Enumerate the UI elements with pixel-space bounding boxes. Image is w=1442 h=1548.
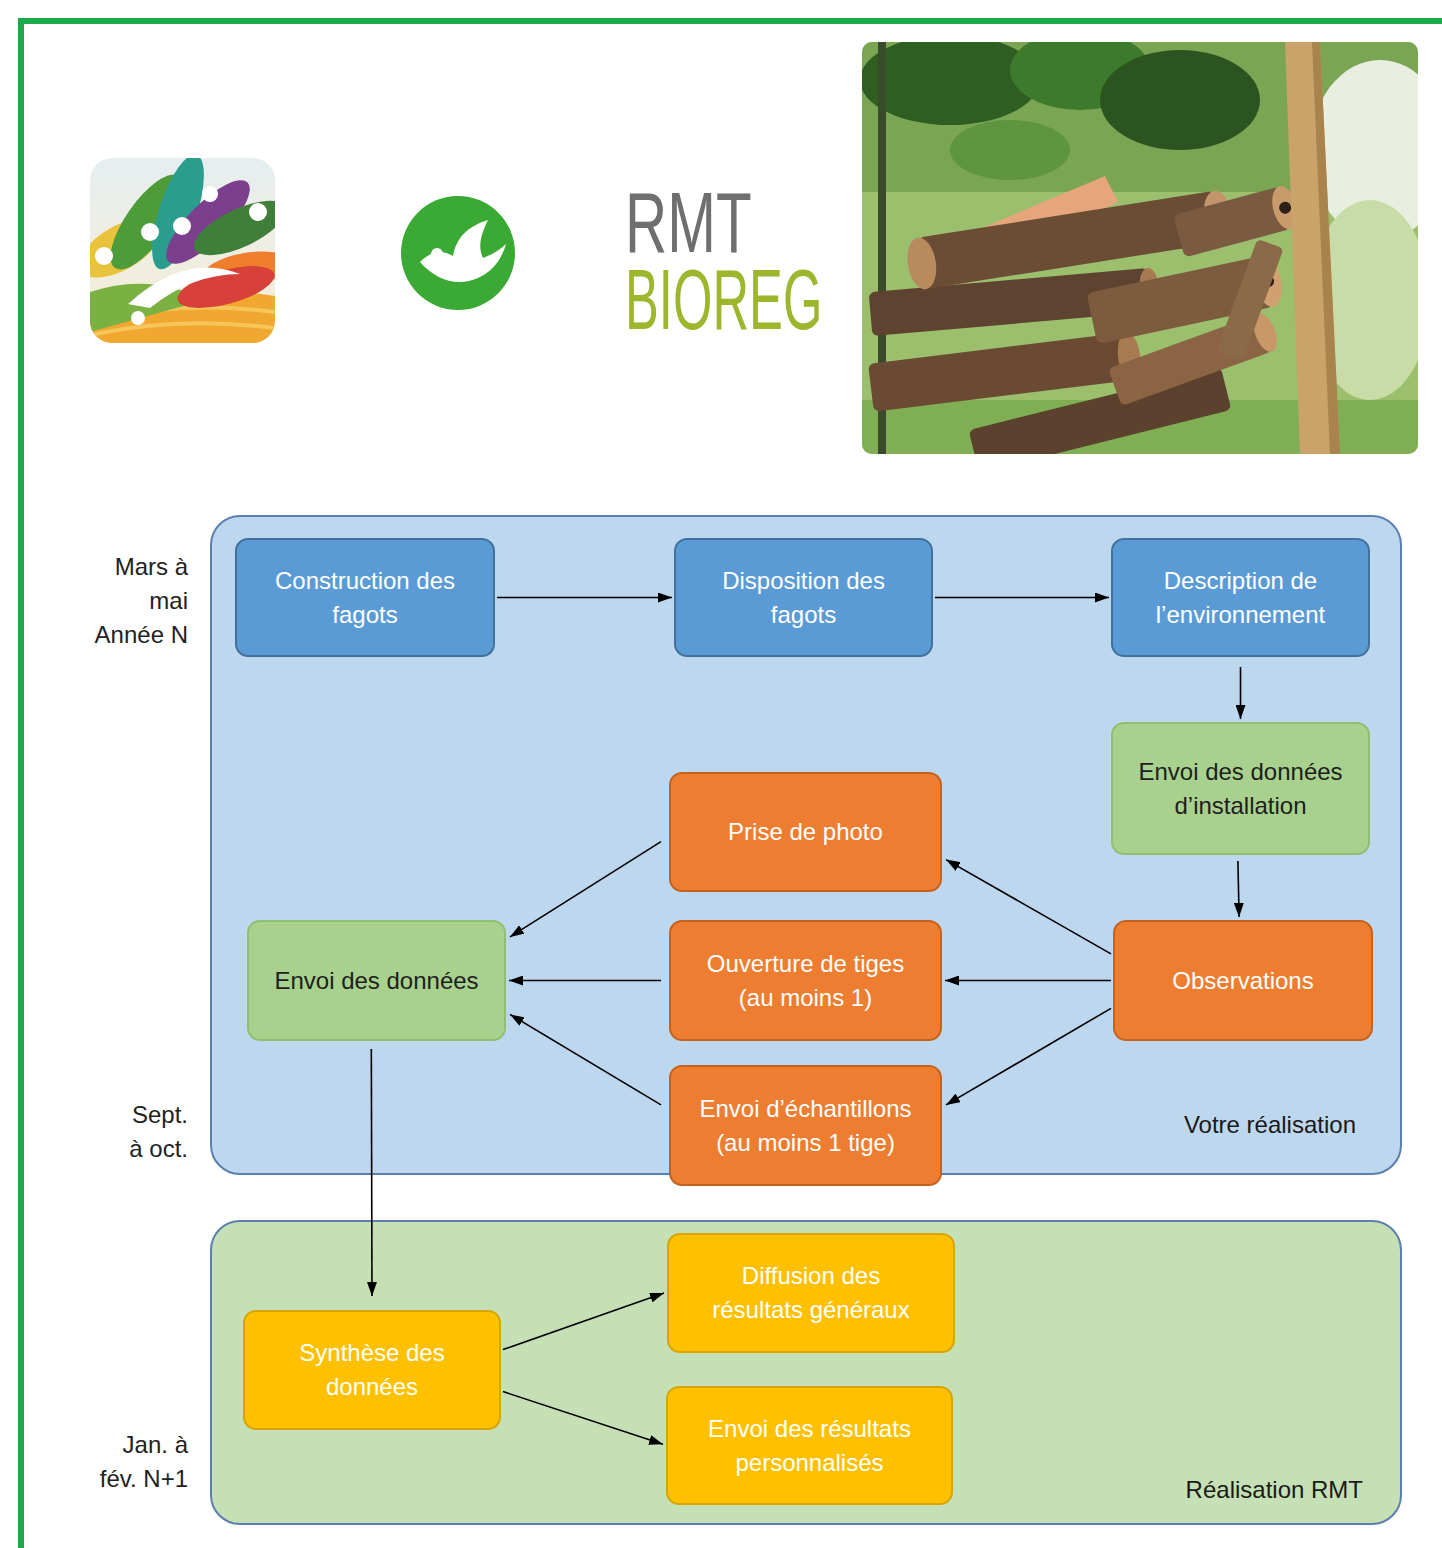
time-label: Mars à mai Année N: [84, 550, 188, 652]
box-label: Diffusion des résultats généraux: [706, 1259, 916, 1327]
process-box: Prise de photo: [669, 772, 942, 892]
fagot-photo-part: [1216, 239, 1283, 361]
label-holder: Jan. à fév. N+1: [93, 1428, 188, 1496]
box-label: Description de l’environnement: [1131, 564, 1351, 632]
time-label: Jan. à fév. N+1: [93, 1428, 188, 1496]
box-label: Ouverture de tiges (au moins 1): [696, 947, 916, 1015]
process-box: Envoi d’échantillons (au moins 1 tige): [669, 1065, 942, 1186]
process-box: Description de l’environnement: [1111, 538, 1370, 657]
region-band: Réalisation RMT Synthèse des données Diffu…: [210, 1220, 1402, 1525]
fagot-photo-part: [1312, 42, 1340, 454]
process-box: Ouverture de tiges (au moins 1): [669, 920, 942, 1041]
program-logo-part: [95, 323, 275, 334]
fagot-photo-part: [1285, 42, 1340, 454]
process-box: Envoi des résultats personnalisés: [666, 1386, 953, 1505]
fagot-photo-part: [1173, 183, 1302, 257]
box-label: Prise de photo: [728, 815, 883, 849]
process-box: Diffusion des résultats généraux: [667, 1233, 955, 1353]
fagot-photo-part-part: [1216, 239, 1283, 361]
fagot-photo-part: [950, 120, 1070, 180]
label-holder: Mars à mai Année N: [84, 550, 188, 652]
box-label: Envoi des données d’installation: [1123, 755, 1358, 823]
fagot-photo-part: [868, 331, 1143, 412]
fagot-photo-part-part: [868, 332, 1132, 411]
process-box: Synthèse des données: [243, 1310, 501, 1430]
logo-text: BIOREG: [625, 256, 822, 342]
page-frame-part: [18, 18, 1442, 24]
program-logo-part: [249, 203, 267, 221]
region-heading: Votre réalisation: [1184, 1108, 1356, 1142]
fagot-photo-part-part: [918, 191, 1222, 289]
box-label: Construction des fagots: [255, 564, 475, 632]
program-logo: [90, 158, 275, 343]
process-box: Envoi des données: [247, 920, 506, 1041]
process-box: Construction des fagots: [235, 538, 495, 657]
fagot-photo-part: [862, 42, 1040, 125]
box-label: Envoi des données: [274, 964, 478, 998]
program-logo-part: [202, 186, 218, 202]
region-heading: Réalisation RMT: [1186, 1473, 1363, 1507]
fagot-photo-part: [1100, 50, 1260, 150]
bird-logo-part: [420, 220, 506, 282]
bird-logo-part: [401, 196, 515, 310]
bird-logo: [401, 196, 515, 310]
process-box: Envoi des données d’installation: [1111, 722, 1370, 855]
process-box: Observations: [1113, 920, 1373, 1041]
fagot-photo-part-part: [904, 236, 940, 292]
bird-logo-part: [431, 248, 443, 260]
box-label: Observations: [1172, 964, 1313, 998]
label-holder: Sept. à oct.: [124, 1098, 188, 1166]
page-frame-part: [18, 18, 24, 1548]
program-logo-part: [173, 217, 191, 235]
box-label: Envoi des résultats personnalisés: [705, 1412, 915, 1480]
process-box: Disposition des fagots: [674, 538, 933, 657]
program-logo-part: [128, 267, 240, 308]
region-band: Votre réalisation Construction des fagots…: [210, 515, 1402, 1175]
box-label: Envoi d’échantillons (au moins 1 tige): [693, 1092, 918, 1160]
fagot-photo: [862, 42, 1418, 454]
time-label: Sept. à oct.: [124, 1098, 188, 1166]
box-label: Synthèse des données: [272, 1336, 472, 1404]
label-holder: BIOREG: [625, 256, 960, 342]
fagot-photo-part-part: [1278, 200, 1293, 215]
program-logo-part: [131, 311, 145, 325]
label-holder: RMT: [625, 179, 811, 265]
program-logo-part: [141, 223, 159, 241]
page-frame: [18, 18, 1442, 1548]
box-label: Disposition des fagots: [694, 564, 914, 632]
logo-text: RMT: [625, 179, 752, 265]
program-logo-part: [173, 258, 275, 317]
program-logo-part: [95, 247, 113, 265]
